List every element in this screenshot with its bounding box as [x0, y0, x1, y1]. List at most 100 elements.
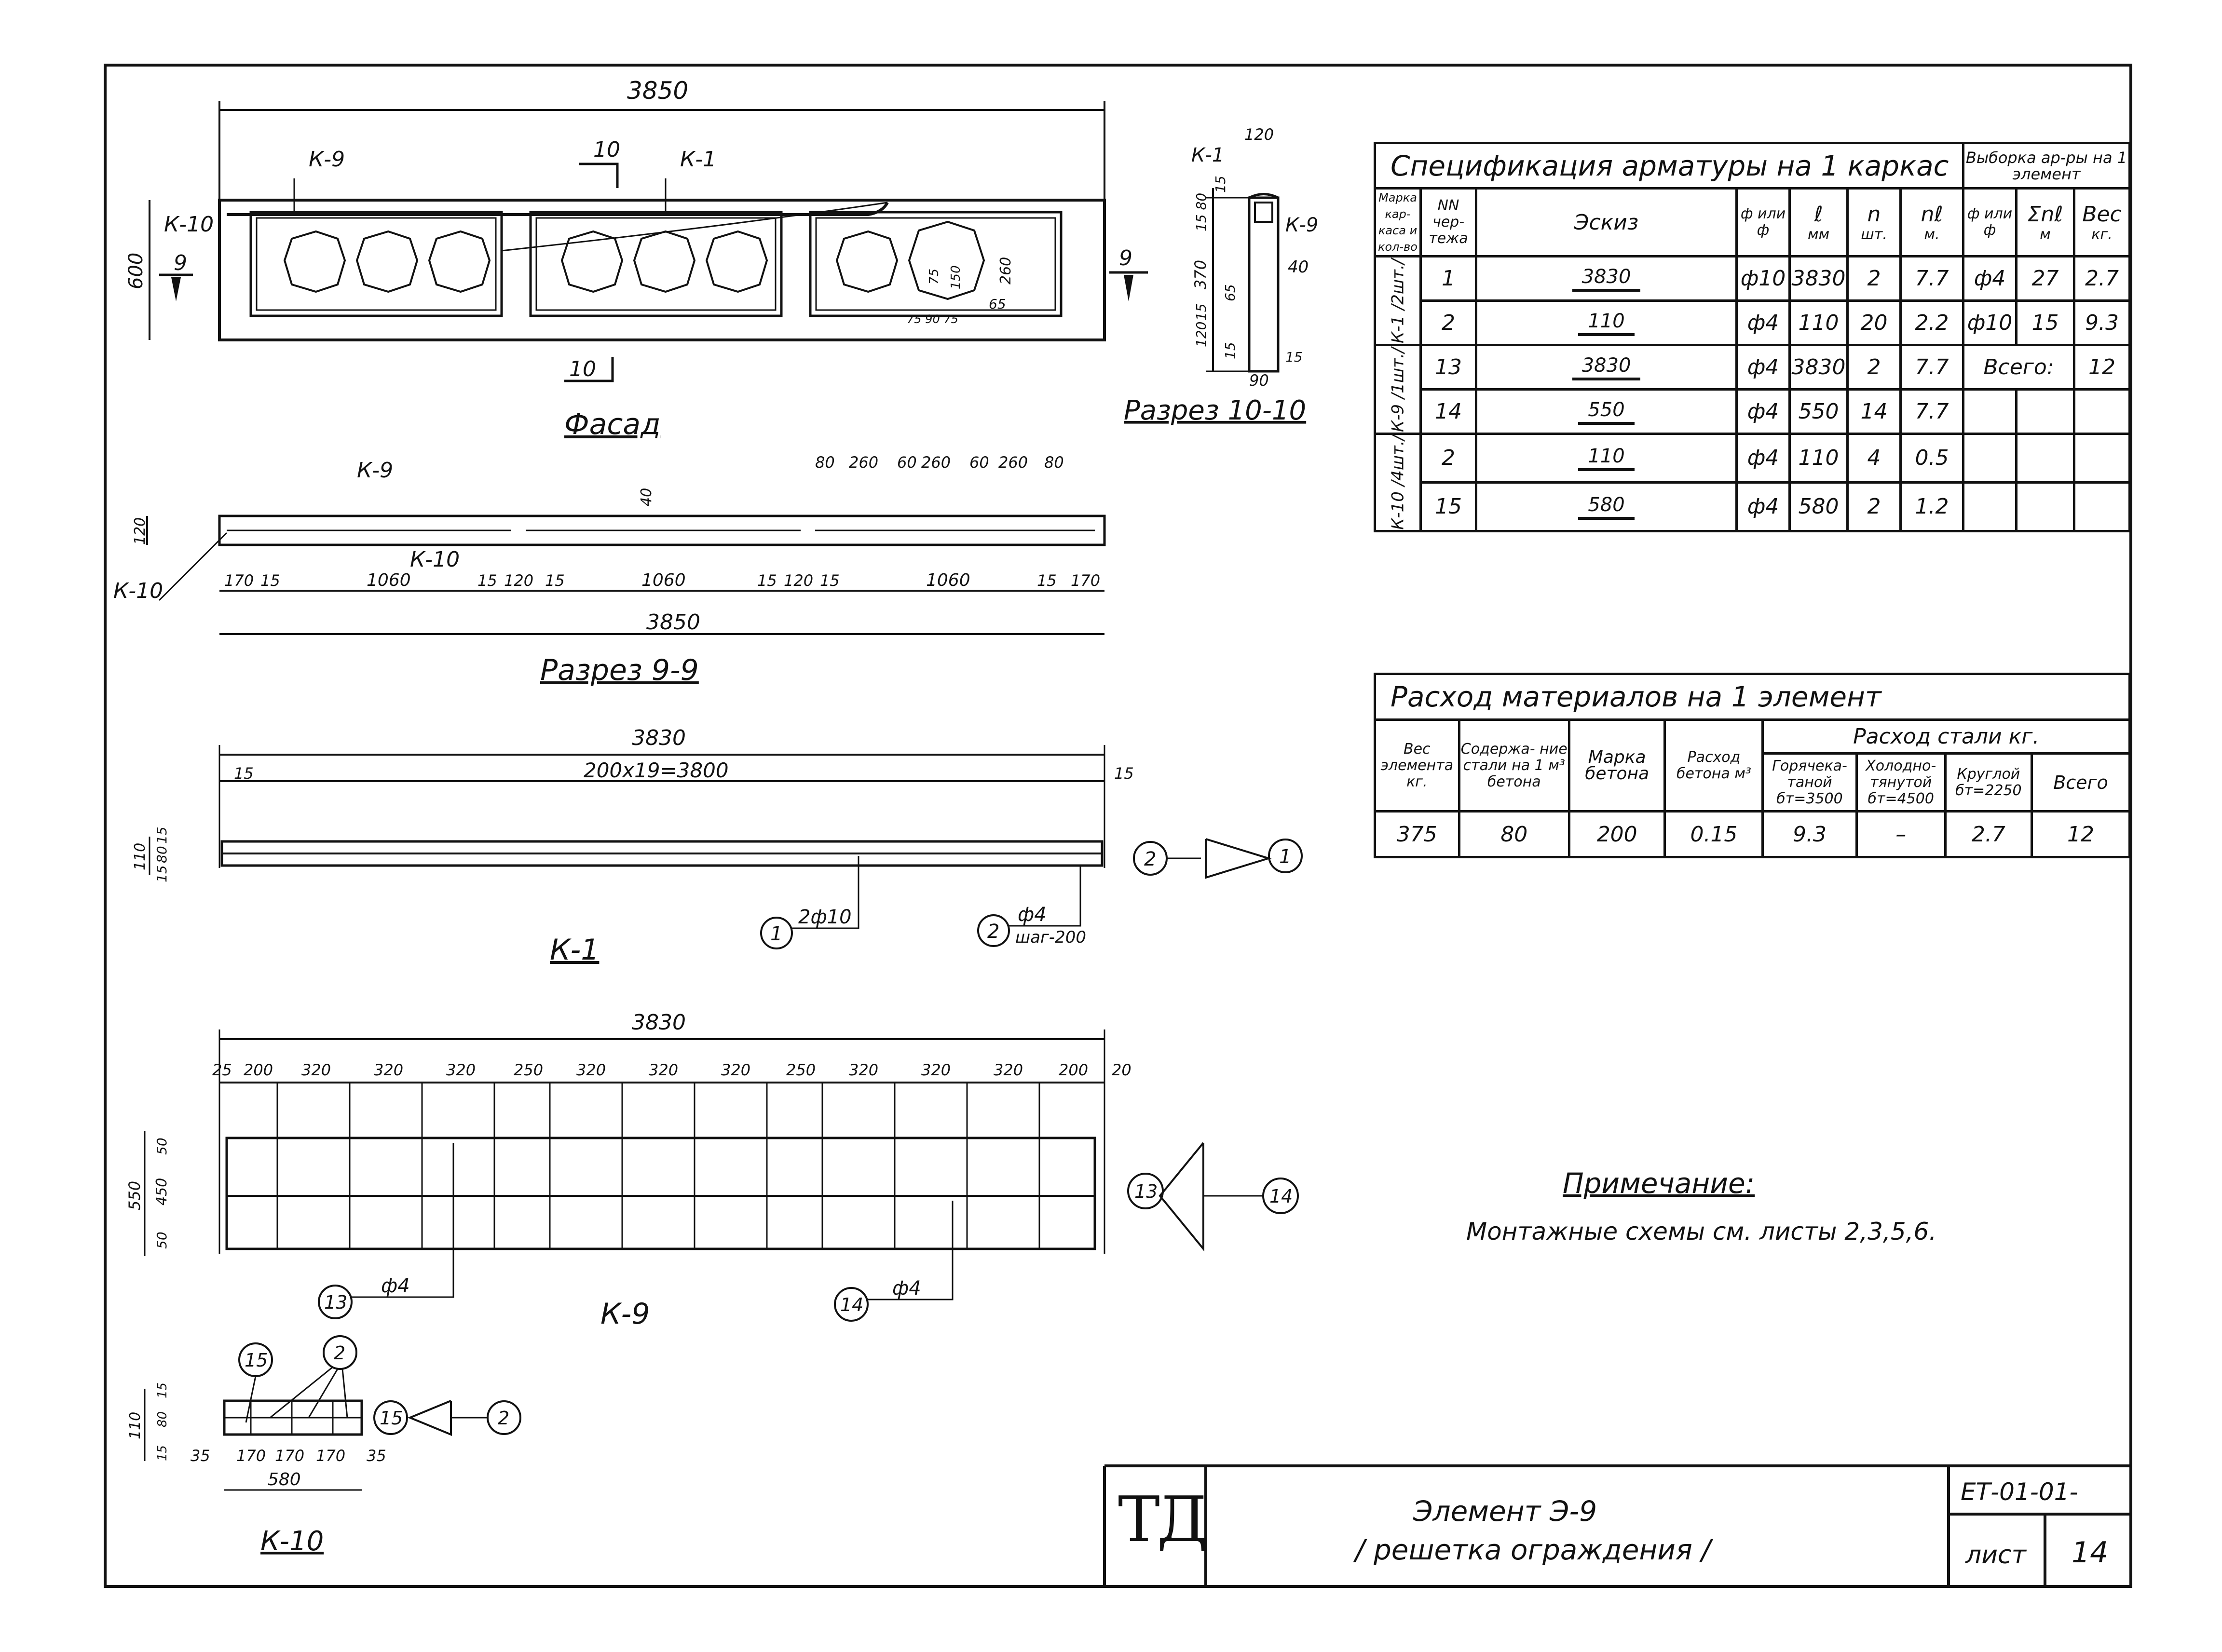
s10-dim-15d: 15	[1285, 349, 1303, 365]
spec-h-sketch: Эскиз	[1475, 187, 1738, 257]
k1-pos1-bubble: 1	[770, 923, 782, 945]
k1-dim-15a: 15	[154, 826, 170, 844]
s10-title: Разрез 10-10	[1124, 395, 1306, 426]
k9-side-pos13: 13	[1134, 1181, 1158, 1202]
facade-title: Фасад	[564, 407, 661, 441]
k9-dim-3830: 3830	[632, 1010, 686, 1035]
spec-diam: ф4	[1735, 388, 1791, 435]
materials-content: 80	[1458, 810, 1570, 858]
spec-empty	[2015, 388, 2075, 435]
k10-dim-15b: 15	[155, 1445, 170, 1461]
s9-top-dim: 80	[815, 453, 835, 472]
spec-h-sel-sum-unit: м	[2040, 226, 2051, 243]
k9-pos14-bubble: 14	[840, 1294, 863, 1315]
spec-sel-diam: ф10	[1962, 299, 2018, 346]
k9-dim-450: 450	[153, 1178, 170, 1205]
s10-dim-40: 40	[1288, 257, 1309, 277]
spec-row: К-1 /2шт./ 1 3830 ф10 3830 2 7.7 ф4 27 2…	[1375, 255, 2131, 345]
spec-row: 14 550 ф4 550 14 7.7	[1375, 388, 2131, 435]
s9-bottom-dim: 15	[820, 571, 840, 590]
spec-mark-k9: К-9 /1шт./	[1375, 345, 1421, 434]
k10-pos15-bubble: 15	[245, 1350, 268, 1371]
spec-n: 4	[1846, 433, 1902, 484]
s9-bottom-dim: 170	[1071, 571, 1100, 590]
spec-diam: ф4	[1735, 433, 1791, 484]
k10-bottom-dim: 35	[367, 1447, 386, 1465]
k9-dim-550: 550	[125, 1181, 144, 1210]
k1-dim-pitch: 200х19=3800	[584, 758, 729, 782]
spec-n: 2	[1846, 481, 1902, 532]
facade-view: 3850 К-9 К-1 К-10 600 10 10 9 9 26	[125, 77, 1148, 441]
section-10-view: К-1 К-9 120 15 15 80 370 15 120 40 65 15…	[1124, 125, 1318, 426]
title-block-logo: ТД	[1118, 1483, 1208, 1556]
spec-num: 14	[1419, 388, 1477, 435]
k9-dim-50b: 50	[154, 1232, 170, 1249]
s9-bottom-dim: 15	[260, 571, 280, 590]
materials-row: 375 80 200 0.15 9.3 – 2.7 12	[1374, 810, 2131, 858]
title-block-name1: Элемент Э-9	[1413, 1495, 1597, 1528]
s10-dim-15c: 15	[1222, 342, 1238, 359]
materials-h-hot: Горячека- таной бт=3500	[1761, 752, 1858, 812]
facade-dim-total: 3850	[627, 77, 688, 105]
spec-h-n-unit: шт.	[1861, 226, 1887, 243]
k1-pos2-bubble: 2	[987, 921, 999, 943]
s10-dim-120: 120	[1244, 125, 1274, 144]
k1-title: К-1	[550, 933, 599, 967]
k1-dim-15b: 15	[154, 865, 170, 882]
sheet-border	[104, 64, 2132, 1588]
k9-top-dim: 250	[786, 1061, 816, 1079]
spec-sel-sum: 15	[2015, 299, 2075, 346]
k1-dim-110: 110	[132, 843, 149, 870]
spec-n: 14	[1846, 388, 1902, 435]
facade-dim-75: 75	[927, 269, 941, 284]
materials-cold: –	[1855, 810, 1947, 858]
k9-bar13-label: ф4	[381, 1275, 410, 1297]
spec-empty	[1962, 481, 2018, 532]
materials-hot: 9.3	[1761, 810, 1858, 858]
spec-num: 1	[1419, 255, 1477, 302]
k10-view: 15 2 110 15 80 15 35 170 170 170 35 580 …	[127, 1335, 521, 1557]
facade-section-9-left: 9	[174, 251, 187, 275]
spec-title: Спецификация арматуры на 1 каркас	[1374, 142, 1964, 190]
spec-n: 2	[1846, 255, 1902, 302]
s9-label-k9: К-9	[357, 458, 393, 483]
s9-bottom-dim: 15	[545, 571, 565, 590]
k9-top-dim: 20	[1112, 1061, 1131, 1079]
spec-len: 110	[1788, 433, 1849, 484]
spec-sel-weight: 2.7	[2073, 255, 2131, 302]
k9-bar14-label: ф4	[892, 1277, 921, 1300]
spec-diam: ф4	[1735, 481, 1791, 532]
spec-sketch: 3830	[1572, 354, 1641, 380]
k9-top-dim: 320	[576, 1061, 606, 1079]
k9-top-dim: 320	[721, 1061, 750, 1079]
k10-dim-110: 110	[127, 1412, 144, 1439]
spec-row: К-9 /1шт./ 13 3830 ф4 3830 2 7.7 Всего: …	[1375, 344, 2131, 434]
k1-bar2-step: шаг-200	[1015, 928, 1086, 947]
spec-h-num: NN чер- тежа	[1419, 187, 1477, 257]
spec-len: 550	[1788, 388, 1849, 435]
s9-bottom-dim: 1060	[926, 570, 970, 590]
s9-bottom-dim: 170	[224, 571, 254, 590]
materials-h-steel-content: Содержа- ние стали на 1 м³ бетона	[1458, 718, 1570, 812]
spec-len: 110	[1788, 299, 1849, 346]
spec-nl: 2.2	[1899, 299, 1964, 346]
spec-len: 3830	[1788, 344, 1849, 391]
s9-top-dim: 260	[849, 453, 878, 472]
spec-nl: 7.7	[1899, 344, 1964, 391]
title-block-frame	[1103, 1464, 2131, 1586]
spec-sel-weight: 9.3	[2073, 299, 2131, 346]
s9-dim-120: 120	[132, 517, 149, 545]
section-9-view: 120 40 К-9 К-10 К-10 3850 80 260 60 260 …	[113, 453, 1106, 687]
s9-label-k10a: К-10	[113, 579, 163, 603]
s9-bottom-dim: 120	[504, 571, 533, 590]
spec-n: 2	[1846, 344, 1902, 391]
spec-nl: 7.7	[1899, 255, 1964, 302]
spec-h-nl-unit: м.	[1924, 226, 1940, 243]
s9-dim-40: 40	[638, 488, 655, 506]
k1-side-pos1: 1	[1279, 846, 1291, 868]
spec-h-sel-weight-unit: кг.	[2091, 226, 2113, 243]
k10-bottom-dim: 170	[236, 1447, 266, 1465]
materials-grade: 200	[1568, 810, 1666, 858]
s10-dim-120b: 120	[1193, 322, 1209, 347]
